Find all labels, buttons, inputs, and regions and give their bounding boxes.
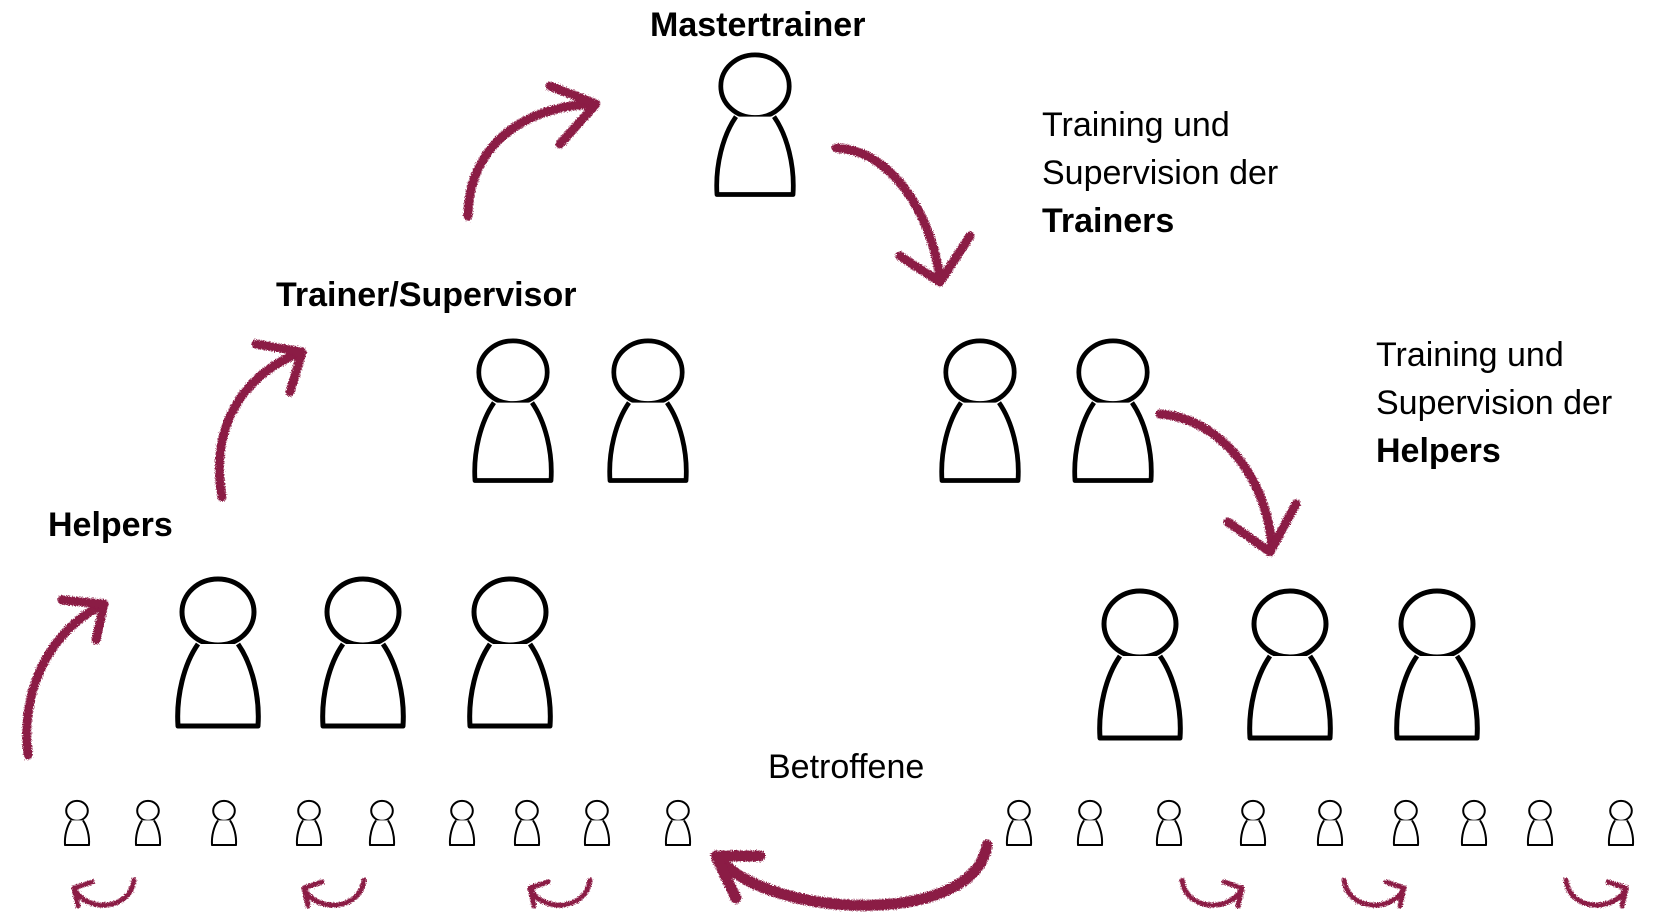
trainer-figure-3 — [939, 338, 1021, 483]
helper-figure-6 — [1394, 588, 1480, 741]
arrows-group — [22, 81, 1629, 911]
helper-figure-5 — [1247, 588, 1333, 741]
arrow-betroffene-return — [710, 839, 993, 911]
arrow-up-trainers-master — [463, 81, 601, 221]
trainer-figure-2 — [607, 338, 689, 483]
betroffene-figure-2 — [134, 799, 162, 846]
betroffene-figure-5 — [368, 799, 396, 846]
note-trainers-line1: Training und — [1042, 106, 1230, 144]
betroffene-figure-6 — [448, 799, 476, 846]
arrow-down-master-trainers — [831, 143, 975, 287]
helpers-label: Helpers — [48, 506, 173, 544]
helper-figure-2 — [320, 576, 406, 729]
betroffene-figure-17 — [1526, 799, 1554, 846]
betroffene-figure-16 — [1460, 799, 1488, 846]
betroffene-figure-10 — [1005, 799, 1033, 846]
note-trainers-emphasis: Trainers — [1042, 202, 1175, 240]
mastertrainer-label: Mastertrainer — [650, 6, 866, 44]
note-trainers: Training und Supervision der Trainers — [1042, 101, 1278, 245]
note-helpers-line2: Supervision der — [1376, 384, 1613, 422]
small-arrow-2 — [301, 877, 367, 909]
betroffene-figure-8 — [583, 799, 611, 846]
betroffene-figure-18 — [1607, 799, 1635, 846]
note-helpers: Training und Supervision der Helpers — [1376, 331, 1612, 475]
betroffene-figure-12 — [1155, 799, 1183, 846]
betroffene-label: Betroffene — [768, 748, 925, 786]
helper-figure-3 — [467, 576, 553, 729]
small-arrow-6 — [1563, 877, 1629, 909]
betroffene-figure-9 — [664, 799, 692, 846]
trainer-figure-4 — [1072, 338, 1154, 483]
mastertrainer-figure — [714, 52, 796, 197]
small-arrow-5 — [1341, 877, 1407, 909]
trainer-figure-1 — [472, 338, 554, 483]
note-trainers-line2: Supervision der — [1042, 154, 1279, 192]
helper-figure-1 — [175, 576, 261, 729]
helper-figure-4 — [1097, 588, 1183, 741]
small-arrow-1 — [71, 877, 137, 909]
betroffene-figure-3 — [210, 799, 238, 846]
small-arrow-3 — [527, 877, 593, 909]
betroffene-figure-14 — [1316, 799, 1344, 846]
arrow-up-betroffene-helpers — [22, 595, 109, 760]
betroffene-figure-4 — [295, 799, 323, 846]
arrow-down-trainers-helpers — [1155, 409, 1301, 557]
betroffene-figure-1 — [63, 799, 91, 846]
betroffene-figure-15 — [1392, 799, 1420, 846]
note-helpers-emphasis: Helpers — [1376, 432, 1501, 470]
note-helpers-line1: Training und — [1376, 336, 1564, 374]
people-group — [63, 52, 1635, 846]
betroffene-figure-7 — [513, 799, 541, 846]
small-arrow-4 — [1179, 877, 1245, 909]
betroffene-figure-13 — [1239, 799, 1267, 846]
arrow-up-helpers-trainers — [214, 339, 307, 502]
betroffene-figure-11 — [1076, 799, 1104, 846]
trainer-supervisor-label: Trainer/Supervisor — [276, 276, 577, 314]
